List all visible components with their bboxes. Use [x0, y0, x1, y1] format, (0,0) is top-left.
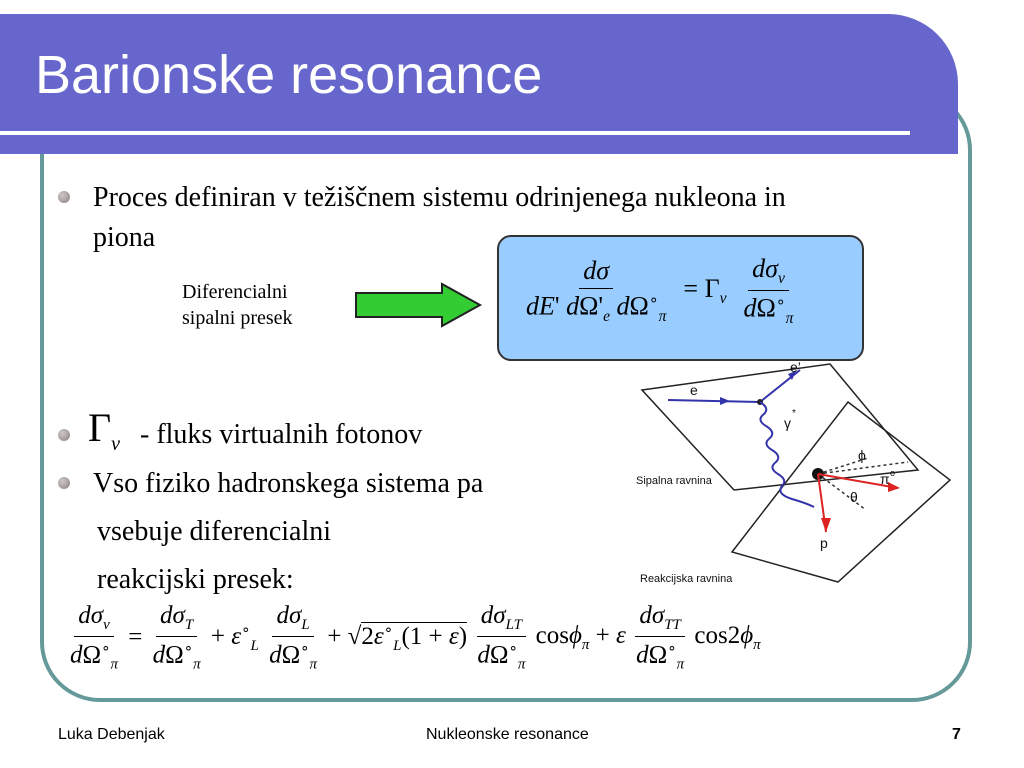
- scattering-plane: [640, 363, 920, 491]
- formula-decomposition: dσv dΩ∘π = dσT dΩ∘π + ε∘L dσL dΩ∘π + √2ε…: [66, 602, 761, 673]
- bullet-marker: [58, 191, 70, 203]
- fraction: dσL dΩ∘π: [269, 602, 318, 673]
- fraction: dσLT dΩ∘π: [476, 602, 526, 673]
- gamma-v-symbol: Γv: [88, 405, 121, 455]
- label-reaction-plane: Reakcijska ravnina: [640, 573, 733, 585]
- footer-author: Luka Debenjak: [58, 726, 165, 743]
- fraction: dσ dE' dΩ'e dΩ∘π: [526, 256, 667, 325]
- bullet-3-line-2: vsebuje diferencialni: [97, 516, 332, 547]
- diff-label-line-2: sipalni presek: [182, 307, 293, 329]
- label-theta: θ: [850, 489, 858, 505]
- fraction: dσTT dΩ∘π: [635, 602, 685, 673]
- label-gamma-star: *: [792, 408, 796, 419]
- diff-cross-section-label: Diferencialni sipalni presek: [182, 279, 293, 331]
- right-arrow-icon: [355, 282, 483, 328]
- plane-normal-line: [817, 457, 869, 475]
- electron-in-line: [667, 399, 761, 403]
- virtual-photon: [759, 401, 815, 508]
- reaction-line: [817, 473, 867, 511]
- fraction: dσT dΩ∘π: [152, 602, 201, 673]
- bullet-marker: [58, 429, 70, 441]
- bullet-1-line-1: Proces definiran v težiščnem sistemu odr…: [93, 182, 786, 213]
- page-number: 7: [952, 726, 961, 743]
- bullet-3-line-3: reakcijski presek:: [97, 564, 294, 595]
- bullet-marker: [58, 477, 70, 489]
- diagram-background: [628, 362, 958, 602]
- label-phi: ϕ: [858, 447, 866, 463]
- label-pi0-sup: o: [890, 468, 895, 478]
- label-e-in: e: [690, 382, 698, 398]
- footer-title: Nukleonske resonance: [426, 726, 589, 743]
- diff-label-line-1: Diferencialni: [182, 281, 288, 303]
- bullet-1-line-2: piona: [93, 222, 156, 253]
- slide-title: Barionske resonance: [35, 45, 543, 105]
- label-e-out: e’: [790, 362, 801, 375]
- title-underline: [0, 131, 910, 135]
- kinematics-diagram: e e’ γ * ϕ π o θ p Sipalna ravnina Reakc…: [628, 362, 958, 602]
- label-pi0: π: [880, 471, 890, 487]
- fraction: dσv dΩ∘π: [743, 254, 794, 328]
- fraction: dσv dΩ∘π: [70, 602, 118, 673]
- label-gamma: γ: [784, 415, 791, 431]
- bullet-3-line-1: Vso fiziko hadronskega sistema pa: [93, 468, 484, 499]
- proton-arrow: [821, 518, 831, 532]
- formula-box: [497, 235, 864, 361]
- formula-cross-section: dσ dE' dΩ'e dΩ∘π = Γv dσv dΩ∘π: [522, 254, 797, 328]
- title-banner: [0, 14, 958, 154]
- bullet-2-text: - fluks virtualnih fotonov: [140, 419, 423, 450]
- label-p: p: [820, 535, 828, 551]
- label-scattering-plane: Sipalna ravnina: [636, 475, 713, 487]
- reaction-plane: [730, 400, 952, 583]
- pion-arrow: [888, 482, 900, 492]
- electron-in-arrow: [720, 397, 730, 405]
- pion-line: [817, 473, 899, 489]
- electron-out-arrow: [788, 371, 796, 380]
